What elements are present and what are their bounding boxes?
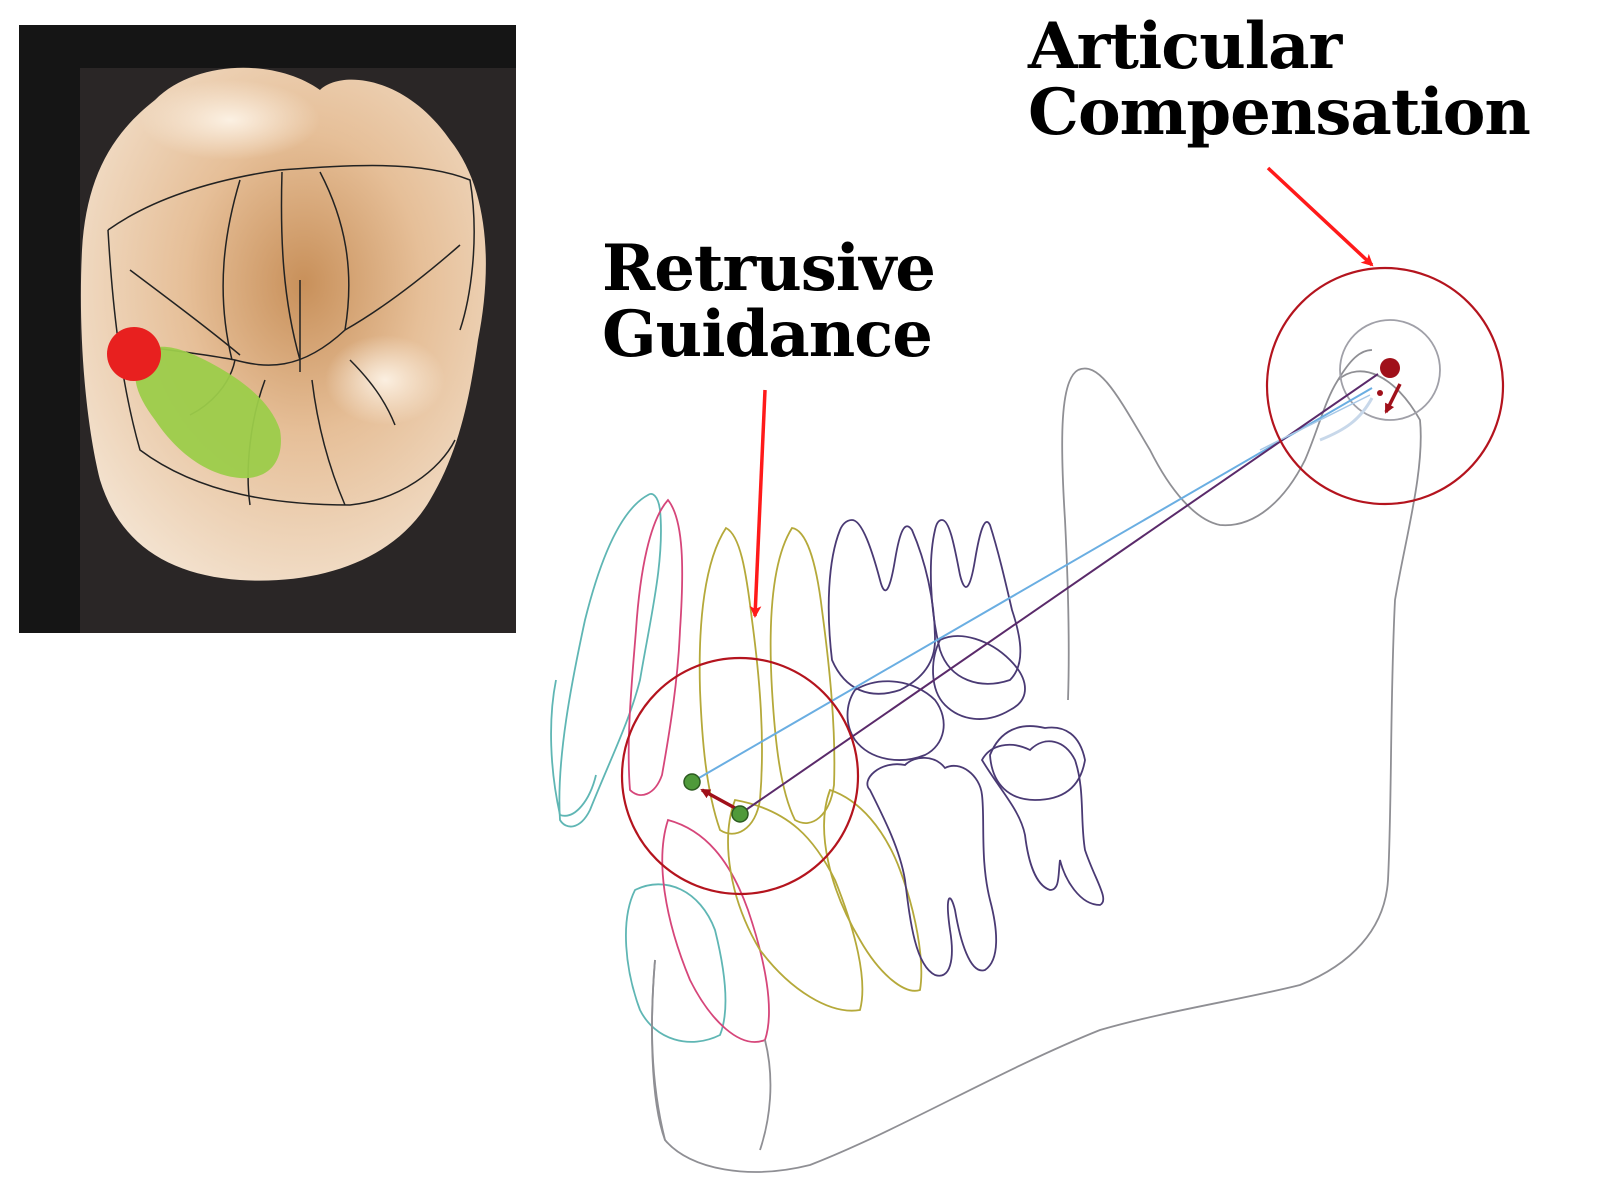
- lower-incisor-teal: [625, 883, 727, 1043]
- articular-label-line1: Articular: [1028, 9, 1342, 84]
- condyle-point: [1380, 358, 1400, 378]
- condylar-line-light: [1259, 394, 1371, 451]
- condyle-outline: [1339, 319, 1441, 421]
- retrusive-guidance-circle: [620, 656, 860, 896]
- lower-molar-1: [866, 756, 998, 977]
- incisal-point-end: [683, 773, 701, 791]
- molar-occlusal-icon: [80, 67, 486, 581]
- condylar-line-blue: [691, 387, 1373, 783]
- articular-arrow: [1266, 166, 1374, 267]
- condylar-line-purple: [739, 373, 1379, 815]
- upper-incisor-pink: [627, 498, 684, 796]
- retrusive-arrow: [749, 389, 767, 618]
- molar-crown: [80, 67, 486, 581]
- ramus-front: [1061, 369, 1079, 701]
- tooth-photo-panel: [19, 25, 516, 633]
- condyle-movement-arrow: [1384, 383, 1402, 414]
- incisal-point-start: [731, 805, 749, 823]
- incisal-movement-arrow: [700, 788, 736, 810]
- retrusive-guidance-label: Retrusive Guidance: [602, 231, 936, 372]
- condyle-path-light: [1319, 397, 1374, 442]
- lower-molar-crown: [989, 725, 1086, 801]
- retrusive-label-line2: Guidance: [602, 297, 933, 372]
- upper-premolar-crown: [846, 680, 945, 761]
- movement-markers: [683, 358, 1402, 823]
- lower-canine: [727, 798, 864, 1012]
- contact-path-green: [135, 346, 281, 479]
- contact-point-red: [107, 327, 161, 381]
- lower-premolar-olive: [823, 788, 923, 992]
- articular-compensation-circle: [1265, 266, 1505, 506]
- articular-compensation-label: Articular Compensation: [1028, 9, 1531, 150]
- upper-premolar-1: [769, 527, 836, 824]
- articular-label-line2: Compensation: [1028, 75, 1531, 150]
- upper-molar-1: [827, 519, 936, 695]
- upper-incisor-crown-teal: [550, 679, 597, 817]
- mandible-body: [651, 367, 1422, 1173]
- condyle-point-small: [1377, 390, 1383, 396]
- lingual-highlight: [140, 80, 320, 160]
- lower-molar-2: [980, 740, 1105, 906]
- upper-molar-2: [929, 519, 1022, 685]
- annotation-arrows: [749, 166, 1374, 618]
- buccal-highlight: [325, 335, 445, 425]
- upper-canine: [698, 526, 763, 835]
- retrusive-label-line1: Retrusive: [602, 231, 936, 306]
- upper-incisor-teal: [558, 493, 662, 828]
- lower-incisor-root: [651, 959, 772, 1151]
- mandible-outline-icon: [550, 266, 1505, 1173]
